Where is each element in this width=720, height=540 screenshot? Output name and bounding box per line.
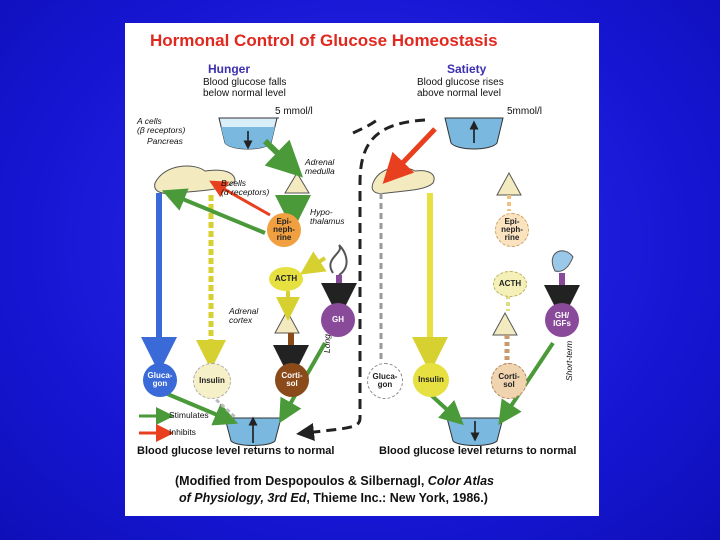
center-left-dashed: [352, 116, 381, 135]
acth-right-node: ACTH: [493, 271, 527, 297]
gh-left-node: GH: [321, 303, 355, 337]
red-beaker-to-pancreas-right: [382, 127, 437, 184]
diagram-graphics: [139, 116, 580, 446]
glucagon-right-node: Gluca- gon: [367, 363, 403, 399]
satiety-level: 5mmol/l: [507, 106, 543, 117]
citation-line1a: (Modified from Despopoulos & Silbernagl,: [175, 474, 428, 488]
a-cells-label-2: (β receptors): [137, 125, 186, 135]
glucagon-to-beaker-green: [164, 391, 239, 426]
beaker-top-right: [444, 117, 505, 150]
citation: (Modified from Despopoulos & Silbernagl,…: [175, 473, 494, 507]
bottom-right-text: Blood glucose level returns to normal: [379, 445, 577, 457]
figure-title: Hormonal Control of Glucose Homeostasis: [150, 31, 498, 50]
insulin-left-node: Insulin: [193, 363, 231, 399]
hypothalamus-right-shape: [551, 250, 574, 272]
pancreas-right-shape: [371, 166, 435, 194]
adrenal-medulla-right-shape: [496, 171, 522, 196]
gh-right-node: GH/ IGFs: [545, 303, 579, 337]
legend-stimulates-label: Stimulates: [169, 410, 209, 420]
b-cells-label-2: (α receptors): [221, 187, 270, 197]
adrenal-medulla-label-2: medulla: [305, 166, 335, 176]
figure-panel: Hormonal Control of Glucose Homeostasis: [125, 23, 599, 516]
short-term-label: Short-term: [564, 340, 574, 381]
pancreas-label: Pancreas: [147, 136, 183, 146]
cortisol-left-node: Corti- sol: [275, 363, 309, 397]
bottom-left-text: Blood glucose level returns to normal: [137, 445, 335, 457]
insulin-to-beaker-dashed: [209, 393, 237, 419]
left-feedback-dashed-path: [296, 118, 426, 441]
epinephrine-left-node: Epi- neph- rine: [267, 213, 301, 247]
satiety-heading: Satiety: [447, 62, 487, 76]
adrenal-cortex-label-2: cortex: [229, 315, 253, 325]
legend-inhibits-label: Inhibits: [169, 427, 196, 437]
beaker-bottom-right: [446, 417, 504, 446]
adrenal-medulla-label-1: Adrenal: [305, 157, 335, 167]
insulin-right-to-beaker: [429, 393, 464, 426]
adrenal-cortex-label-1: Adrenal: [229, 306, 259, 316]
yellow-hypo-to-acth: [300, 251, 327, 275]
citation-line2a: of Physiology, 3rd Ed: [179, 490, 307, 505]
citation-line1b: Color Atlas: [427, 474, 495, 488]
hypothalamus-label-2: thalamus: [310, 216, 345, 226]
hunger-line2: below normal level: [203, 88, 286, 99]
b-cells-label-1: B cells: [221, 178, 247, 188]
adrenal-medulla-left-shape: [284, 172, 310, 194]
hunger-line1: Blood glucose falls: [203, 77, 287, 88]
acth-left-node: ACTH: [269, 267, 303, 291]
cortisol-right-node: Corti- sol: [491, 363, 527, 399]
hunger-level: 5 mmol/l: [275, 106, 313, 117]
adrenal-cortex-right-shape: [492, 311, 518, 336]
gh-right-to-beaker: [498, 341, 555, 425]
beaker-bottom-left: [224, 416, 282, 446]
hunger-heading: Hunger: [208, 62, 250, 76]
a-cells-label-1: A cells: [137, 116, 162, 126]
hypothalamus-left-shape: [329, 244, 348, 276]
satiety-line2: above normal level: [417, 88, 501, 99]
glucagon-left-node: Gluca- gon: [143, 363, 177, 397]
beaker-top-left: [218, 117, 281, 150]
insulin-right-node: Insulin: [413, 363, 449, 397]
epinephrine-right-node: Epi- neph- rine: [495, 213, 529, 247]
hypothalamus-label-1: Hypo-: [310, 207, 333, 217]
satiety-line1: Blood glucose rises: [417, 77, 504, 88]
adrenal-cortex-left-shape: [274, 309, 300, 334]
green-epi-to-pancreas: [161, 188, 266, 235]
green-beaker-to-medulla: [262, 138, 303, 178]
red-inhibit-arrow-left: [209, 180, 271, 217]
citation-line2b: , Thieme Inc.: New York, 1986.): [306, 490, 488, 505]
